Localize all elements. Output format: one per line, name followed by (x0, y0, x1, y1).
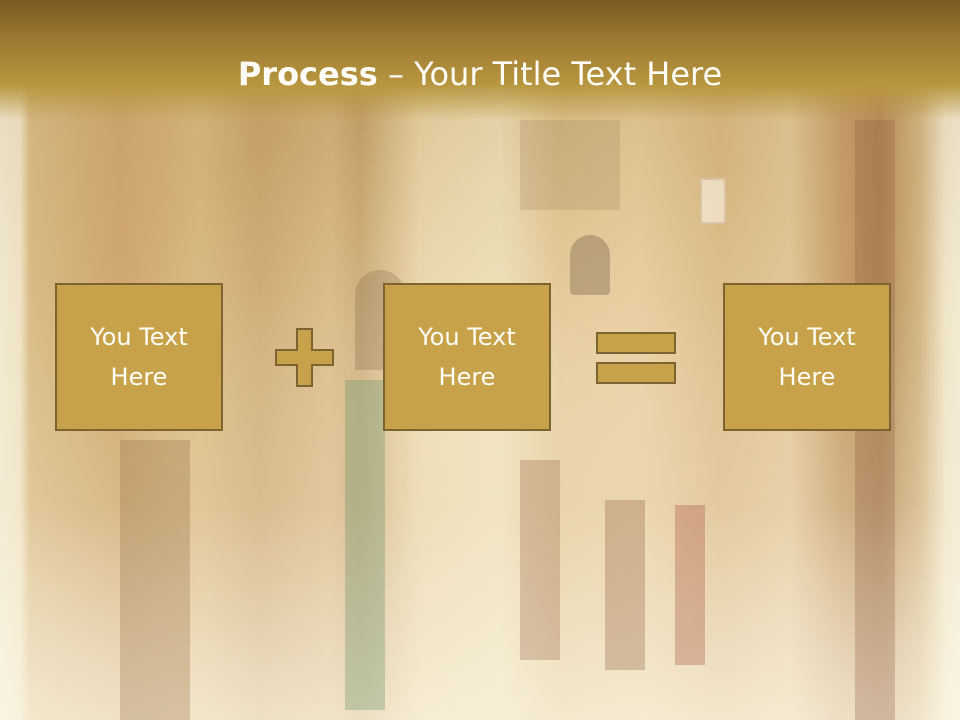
process-box-1[interactable]: You Text Here (55, 283, 223, 431)
background-street-lamp (570, 235, 610, 295)
background-green-door (345, 380, 385, 710)
process-box-text-line2: Here (438, 363, 496, 391)
background-window (700, 178, 726, 224)
process-box-2[interactable]: You Text Here (383, 283, 551, 431)
background-balcony (520, 120, 620, 210)
process-box-text-line2: Here (778, 363, 836, 391)
title-banner (0, 0, 960, 120)
title-bold: Process (237, 55, 378, 93)
title-rest: – Your Title Text Here (377, 55, 723, 93)
background-doorway (675, 505, 705, 665)
background-doorway (520, 460, 560, 660)
process-box-text-line1: You Text (418, 323, 516, 351)
plus-icon (275, 328, 334, 387)
slide-title[interactable]: Process – Your Title Text Here (0, 52, 960, 96)
process-box-text-line1: You Text (758, 323, 856, 351)
process-box-3[interactable]: You Text Here (723, 283, 891, 431)
process-box-text-line1: You Text (90, 323, 188, 351)
background-doorway (605, 500, 645, 670)
process-box-text-line2: Here (110, 363, 168, 391)
equals-icon (596, 332, 676, 384)
background-doorway (120, 440, 190, 720)
